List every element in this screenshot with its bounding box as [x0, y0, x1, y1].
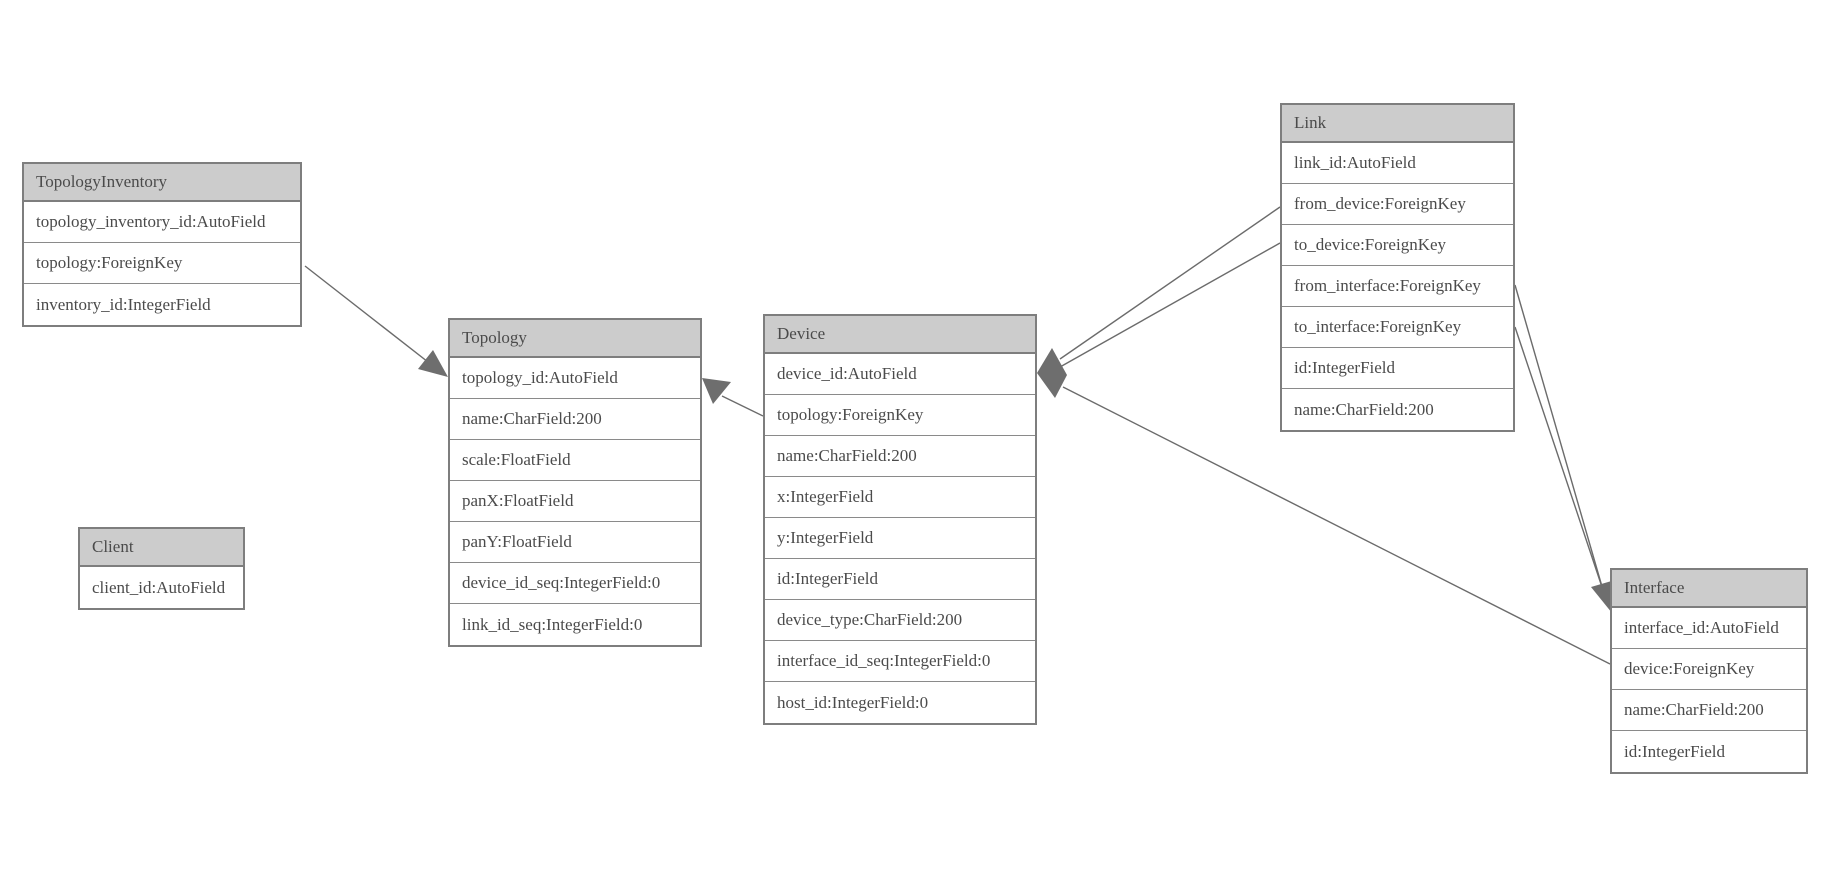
entity-field-row: panX:FloatField [450, 481, 700, 522]
entity-title: TopologyInventory [24, 164, 300, 202]
entity-field-row: interface_id:AutoField [1612, 608, 1806, 649]
relationship-arrowhead [702, 378, 731, 404]
entity-field-row: name:CharField:200 [765, 436, 1035, 477]
entity-field-row: host_id:IntegerField:0 [765, 682, 1035, 723]
entity-field-row: panY:FloatField [450, 522, 700, 563]
entity-title: Client [80, 529, 243, 567]
entity-field-row: link_id_seq:IntegerField:0 [450, 604, 700, 645]
entity-field-row: topology:ForeignKey [765, 395, 1035, 436]
entity-field-row: id:IntegerField [1612, 731, 1806, 772]
entity-title: Interface [1612, 570, 1806, 608]
entity-field-row: from_device:ForeignKey [1282, 184, 1513, 225]
entity-field-row: link_id:AutoField [1282, 143, 1513, 184]
entity-field-row: device_type:CharField:200 [765, 600, 1035, 641]
entity-field-row: interface_id_seq:IntegerField:0 [765, 641, 1035, 682]
relationship-line [721, 395, 764, 417]
relationship-arrowhead [418, 350, 448, 377]
entity-field-row: name:CharField:200 [450, 399, 700, 440]
relationship-line [1514, 326, 1608, 603]
entity-field-row: inventory_id:IntegerField [24, 284, 300, 325]
entity-field-row: topology_id:AutoField [450, 358, 700, 399]
relationship-line [1059, 242, 1281, 368]
relationship-arrowhead [1591, 580, 1615, 613]
entity-title: Link [1282, 105, 1513, 143]
entity-field-row: y:IntegerField [765, 518, 1035, 559]
entity-field-row: device_id:AutoField [765, 354, 1035, 395]
relationship-line [1059, 206, 1281, 360]
entity-field-row: client_id:AutoField [80, 567, 243, 608]
entity-field-row: id:IntegerField [765, 559, 1035, 600]
entity-title: Topology [450, 320, 700, 358]
relationship-arrowhead [1037, 348, 1067, 398]
entity-field-row: x:IntegerField [765, 477, 1035, 518]
relationship-line [304, 265, 438, 370]
entity-field-row: id:IntegerField [1282, 348, 1513, 389]
entity-field-row: topology_inventory_id:AutoField [24, 202, 300, 243]
entity-field-row: to_device:ForeignKey [1282, 225, 1513, 266]
relationship-line [1514, 284, 1606, 598]
entity-field-row: scale:FloatField [450, 440, 700, 481]
entity-field-row: device:ForeignKey [1612, 649, 1806, 690]
entity-field-row: to_interface:ForeignKey [1282, 307, 1513, 348]
entity-field-row: name:CharField:200 [1282, 389, 1513, 430]
relationship-line [1062, 386, 1611, 665]
entity-field-row: device_id_seq:IntegerField:0 [450, 563, 700, 604]
entity-field-row: topology:ForeignKey [24, 243, 300, 284]
entity-title: Device [765, 316, 1035, 354]
entity-field-row: from_interface:ForeignKey [1282, 266, 1513, 307]
entity-field-row: name:CharField:200 [1612, 690, 1806, 731]
